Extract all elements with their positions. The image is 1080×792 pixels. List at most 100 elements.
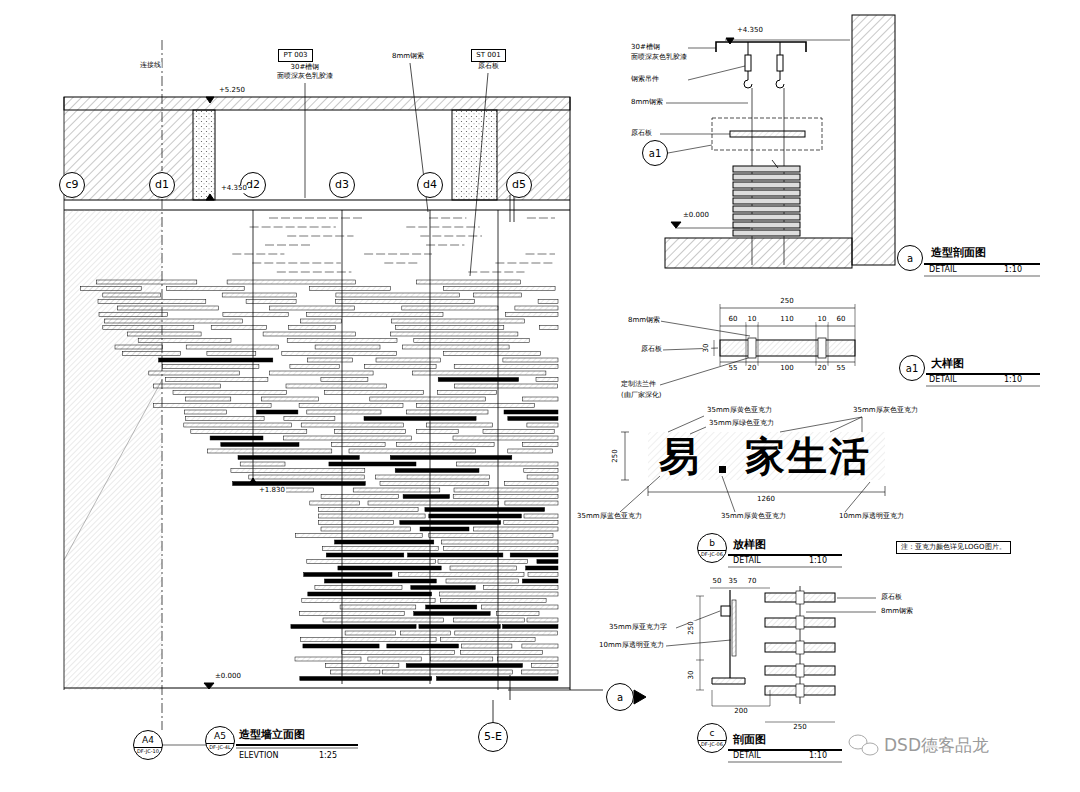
stone-slab	[238, 456, 359, 460]
dimension: 250	[792, 724, 807, 732]
stone-slab	[508, 417, 558, 421]
stone-slab	[159, 358, 273, 362]
level-mark: +4.350	[736, 27, 764, 35]
stone-slab	[308, 592, 432, 596]
stone-slab	[536, 378, 558, 382]
callout-divider	[698, 550, 726, 551]
stone-slab	[419, 625, 500, 629]
stone-slab	[315, 345, 380, 349]
grid-bubble: d5	[506, 172, 532, 198]
drawing-scale: 1:10	[1003, 266, 1023, 275]
callout-text: A4	[142, 736, 154, 746]
stone-slab-hidden	[269, 217, 362, 219]
detail-title-bubble: cDF-JC-06	[697, 723, 727, 753]
stone-slab	[455, 384, 558, 388]
stone-slab	[515, 306, 558, 310]
stone-slab	[310, 501, 360, 505]
stone-slab	[483, 430, 554, 434]
stone-slab	[414, 612, 491, 616]
detail-title-bubble: a1	[899, 355, 925, 381]
dimension: 35	[728, 578, 739, 586]
stone-slab-hidden	[468, 271, 524, 273]
callout-text: ST 001	[476, 52, 500, 60]
stone-slab	[300, 677, 432, 681]
dimension: 55	[836, 365, 847, 373]
stone-slab	[309, 287, 390, 291]
stone-slab	[223, 313, 288, 317]
stone-slab	[443, 287, 555, 291]
material-note: 原石板	[880, 594, 903, 602]
callout-text: PT 003	[283, 52, 307, 60]
note-text: 连接线	[139, 62, 162, 70]
stone-slab	[396, 326, 504, 330]
stone-slab	[537, 560, 558, 564]
stone-slab	[454, 365, 558, 369]
stone-slab	[321, 495, 398, 499]
stone-slab	[390, 332, 518, 336]
stone-slab	[376, 475, 490, 479]
stone-slab	[453, 495, 558, 499]
stone-slab	[461, 651, 543, 655]
stone-slab	[429, 514, 522, 518]
stone-slab	[532, 664, 558, 668]
stone-slab	[299, 612, 404, 616]
detail-callout: a1	[642, 140, 668, 166]
stone-slab	[429, 534, 553, 538]
stone-slab	[246, 300, 296, 304]
stone-slab	[321, 378, 368, 382]
stone-slab	[319, 521, 394, 525]
stone-slab	[524, 469, 558, 473]
stone-slab	[184, 423, 292, 427]
stone-slab	[392, 319, 525, 323]
stone-slab	[440, 638, 535, 642]
stone-slab	[163, 365, 259, 369]
logo-letter: 易	[659, 434, 701, 478]
stone-slab	[211, 326, 266, 330]
material-note: 35mm厚黄色亚克力	[706, 407, 773, 415]
dimension: 250	[688, 620, 696, 635]
stone-slab	[249, 475, 364, 479]
stone-slab	[364, 417, 476, 421]
stone-slab	[408, 553, 503, 557]
stone-slab	[98, 300, 206, 304]
drawing-title: 放样图	[732, 539, 767, 551]
stone-slab-hidden	[277, 271, 352, 273]
stone-slab	[353, 488, 440, 492]
stone-slab	[523, 443, 558, 447]
stone-slab-hidden	[495, 262, 555, 264]
stone-slab	[406, 410, 488, 414]
stone-slab	[406, 664, 522, 668]
stone-slab	[105, 319, 243, 323]
stone-slab	[325, 664, 399, 668]
stone-slab	[368, 657, 421, 661]
stone-slab	[438, 378, 518, 382]
stone-slab	[304, 573, 392, 577]
callout-text: d1	[155, 179, 169, 191]
stone-slab	[307, 410, 381, 414]
stone-slab	[538, 300, 558, 304]
material-note: (由厂家深化)	[620, 392, 662, 400]
stone-slab	[103, 326, 194, 330]
stone-slab	[376, 358, 441, 362]
stone-slab	[210, 436, 263, 440]
stone-slab	[325, 579, 437, 583]
stone-slab	[420, 527, 469, 531]
drawing-scale: 1:10	[808, 752, 828, 761]
dimension: 10	[747, 316, 758, 324]
level-mark: +1.830	[258, 487, 286, 495]
material-note: 30#槽钢	[290, 64, 321, 72]
stone-slab	[186, 417, 265, 421]
material-note: 35mm厚黄色亚克力	[720, 513, 787, 521]
callout-divider	[698, 740, 726, 741]
stone-slab-hidden	[252, 262, 341, 264]
sheet-code: DF-JC-4L	[209, 745, 231, 751]
stone-slab	[454, 488, 558, 492]
stone-slab	[508, 449, 553, 453]
stone-slab	[302, 599, 435, 603]
stone-slab	[307, 358, 352, 362]
stone-slab	[455, 631, 558, 635]
stone-slab	[453, 618, 524, 622]
callout-text: A5	[214, 732, 226, 742]
